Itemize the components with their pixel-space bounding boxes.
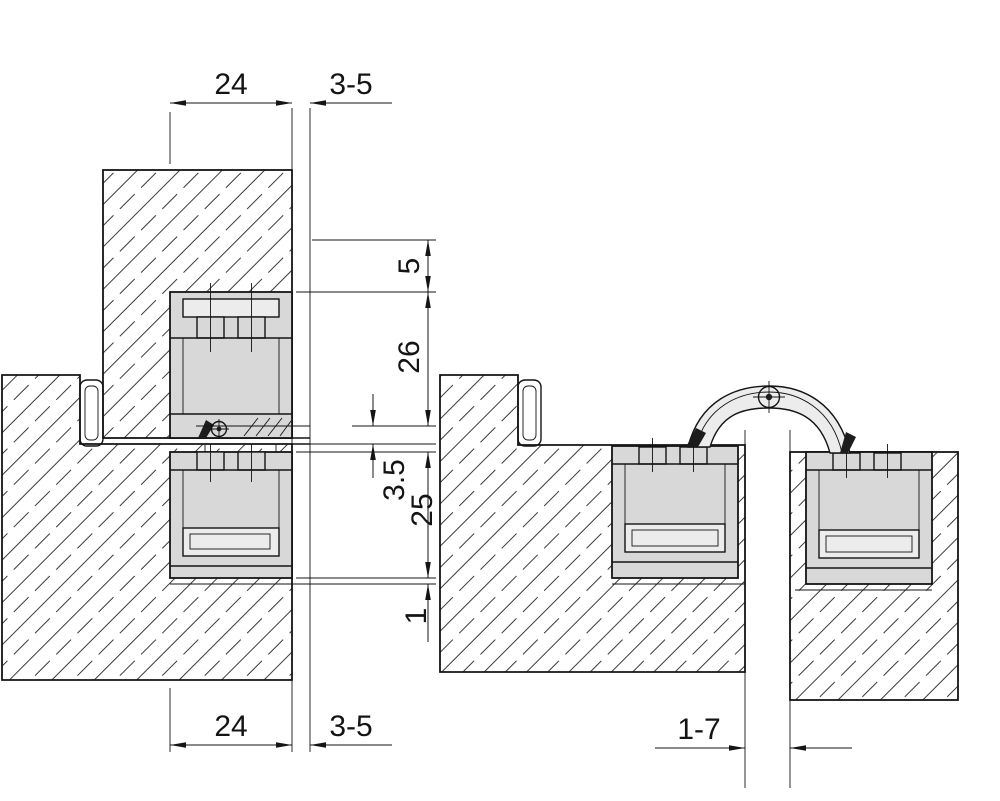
dim-arrow (425, 562, 431, 578)
dim-arrow (276, 100, 292, 106)
hinge-cup-inner (189, 533, 271, 550)
dim-open-gap: 1-7 (655, 713, 852, 751)
dim-bottom-width: 24 (169, 688, 292, 752)
door-gap-lines (291, 108, 311, 752)
knuckle-shade (840, 432, 856, 453)
hinge-cup-inner (631, 529, 719, 547)
dimensions: 24 3-5 5 26 (169, 68, 852, 752)
hinge-upper-cap (182, 298, 280, 318)
hinge-cup (624, 523, 726, 553)
hinge-cup (818, 529, 920, 559)
knuckle-shade (686, 428, 706, 447)
hinge-upper-assembly (169, 283, 293, 439)
dim-arrow (790, 745, 806, 751)
dim-text-axis-offset: 3.5 (378, 459, 411, 501)
dim-top-gap: 3-5 (310, 68, 392, 106)
hinge-cup-inner (825, 535, 913, 553)
dim-text-bottom-width: 24 (214, 710, 247, 743)
frame-seal (79, 379, 104, 447)
dim-text-bottom-gap: 3-5 (329, 710, 372, 743)
seal-outer-profile (517, 379, 542, 447)
knuckle-arch (687, 385, 851, 454)
arm-hatch-tick (255, 417, 271, 437)
dim-arrow (170, 742, 186, 748)
dim-text-frame-body: 25 (406, 493, 439, 526)
dim-arrow (310, 742, 326, 748)
pivot-center-dot (216, 426, 222, 432)
dim-arrow (310, 100, 326, 106)
dim-text-top-width: 24 (214, 68, 247, 101)
pivot-center-dot (765, 393, 773, 401)
hinge-frame-body (611, 445, 739, 579)
dim-arrow (425, 410, 431, 426)
dim-text-top-gap: 3-5 (329, 68, 372, 101)
hinge-lower-body (169, 451, 293, 579)
seal-inner-profile (84, 385, 99, 441)
dim-arrow (370, 410, 376, 426)
dim-arrow (425, 584, 431, 600)
knuckle-shade (198, 420, 214, 438)
hinge-door-body (805, 451, 933, 585)
dim-bottom-gap: 3-5 (310, 710, 392, 748)
dim-text-clearance: 1 (400, 608, 433, 625)
hinge-lower-assembly (169, 444, 312, 585)
door-gap-lines-open (744, 430, 791, 788)
dim-arrow (425, 276, 431, 292)
arm-hatch-tick (279, 420, 292, 437)
frame-seal-open (517, 379, 542, 447)
dim-top-width: 24 (169, 68, 292, 164)
open-section-view (439, 374, 959, 788)
seal-outer-profile (79, 379, 104, 447)
dim-chain-vertical: 5 26 3.5 25 1 (292, 239, 439, 642)
seal-inner-profile (522, 385, 537, 441)
hinge-knuckle-open (686, 381, 856, 454)
hinge-cup (182, 527, 280, 557)
hinge-frame-half (611, 438, 745, 585)
dim-arrow (170, 100, 186, 106)
dim-arrow (370, 444, 376, 460)
closed-section-view (1, 108, 312, 752)
dim-arrow (729, 745, 745, 751)
dim-arrow (425, 452, 431, 468)
dim-arrow (425, 292, 431, 308)
dim-arrow (425, 240, 431, 256)
dim-text-open-gap: 1-7 (677, 713, 720, 746)
arm-hatch-tick (243, 417, 259, 437)
dim-arrow (276, 742, 292, 748)
dim-text-edge-inset: 5 (393, 258, 426, 275)
dim-text-door-body: 26 (393, 340, 426, 373)
arm-hatch-tick (267, 417, 283, 437)
hinge-door-half (795, 444, 933, 591)
